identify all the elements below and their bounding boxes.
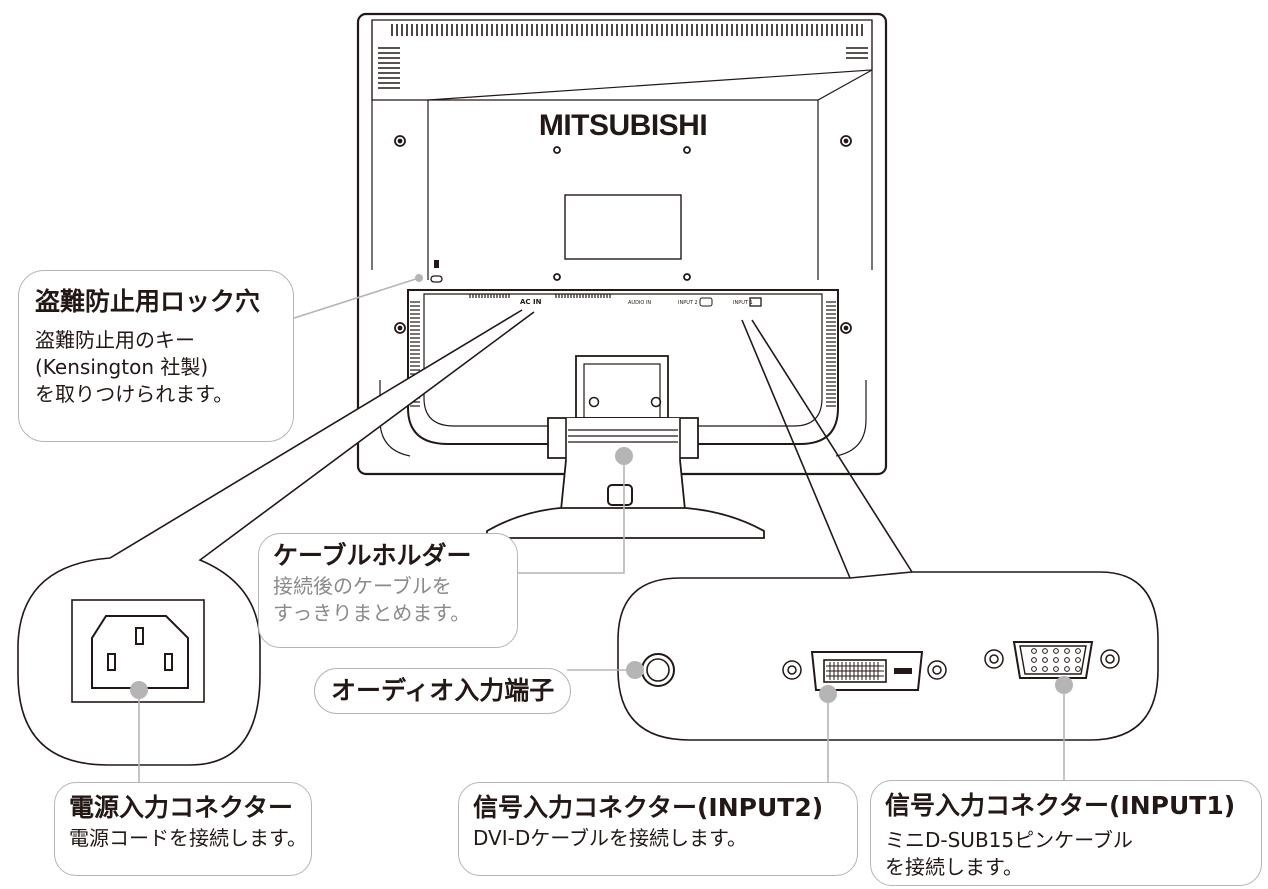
input2-label: INPUT 2 bbox=[678, 300, 698, 306]
cable-holder-desc-line-1: 接続後のケーブルを bbox=[273, 574, 452, 598]
brand-logo: MITSUBISHI bbox=[539, 109, 707, 142]
input1-label: INPUT 1 bbox=[733, 300, 753, 306]
audio-input-title: オーディオ入力端子 bbox=[331, 676, 555, 705]
input2-title: 信号入力コネクター(INPUT2) bbox=[473, 793, 824, 822]
power-zoom-bubble bbox=[17, 309, 535, 766]
callout-cable-holder: ケーブルホルダー 接続後のケーブルを すっきりまとめます。 bbox=[258, 533, 518, 648]
security-lock-desc-line-3: を取りつけられます。 bbox=[35, 382, 234, 406]
cable-holder-title: ケーブルホルダー bbox=[273, 541, 472, 570]
vent-slats bbox=[378, 24, 868, 89]
housing-vent-stripes bbox=[410, 294, 836, 407]
vga-port-icon bbox=[984, 641, 1120, 679]
audio-in-label: AUDIO IN bbox=[628, 300, 651, 306]
input2-desc: DVI-Dケーブルを接続します。 bbox=[473, 826, 748, 850]
security-lock-slot bbox=[430, 260, 443, 283]
leader-dots bbox=[130, 274, 1073, 703]
callout-input2: 信号入力コネクター(INPUT2) DVI-Dケーブルを接続します。 bbox=[458, 782, 858, 876]
dvi-port-icon bbox=[782, 651, 947, 691]
power-connector-desc: 電源コードを接続します。 bbox=[69, 826, 307, 850]
input1-desc-line-1: ミニD-SUB15ピンケーブル bbox=[885, 828, 1133, 852]
security-lock-desc-line-2: (Kensington 社製) bbox=[35, 355, 209, 379]
ac-in-label: AC IN bbox=[520, 298, 542, 306]
label-plate bbox=[564, 194, 682, 260]
callout-audio-input: オーディオ入力端子 bbox=[314, 668, 572, 714]
callout-security-lock: 盗難防止用ロック穴 盗難防止用のキー (Kensington 社製) を取りつけ… bbox=[18, 270, 294, 442]
input1-desc-line-2: を接続します。 bbox=[885, 855, 1023, 879]
leader-lines bbox=[138, 277, 1065, 782]
cable-holder-desc-line-2: すっきりまとめます。 bbox=[273, 601, 471, 625]
signal-zoom-bubble bbox=[617, 319, 1159, 741]
security-lock-desc-line-1: 盗難防止用のキー bbox=[35, 328, 195, 352]
security-lock-title: 盗難防止用ロック穴 bbox=[35, 287, 261, 316]
callout-power-connector: 電源入力コネクター 電源コードを接続します。 bbox=[54, 782, 312, 876]
port-label-row: AC IN AUDIO IN INPUT 2 INPUT 1 bbox=[520, 297, 762, 307]
callout-input1: 信号入力コネクター(INPUT1) ミニD-SUB15ピンケーブル を接続します… bbox=[870, 780, 1262, 886]
power-connector-title: 電源入力コネクター bbox=[69, 793, 294, 822]
input1-title: 信号入力コネクター(INPUT1) bbox=[885, 791, 1236, 820]
power-inlet-icon bbox=[71, 599, 205, 703]
